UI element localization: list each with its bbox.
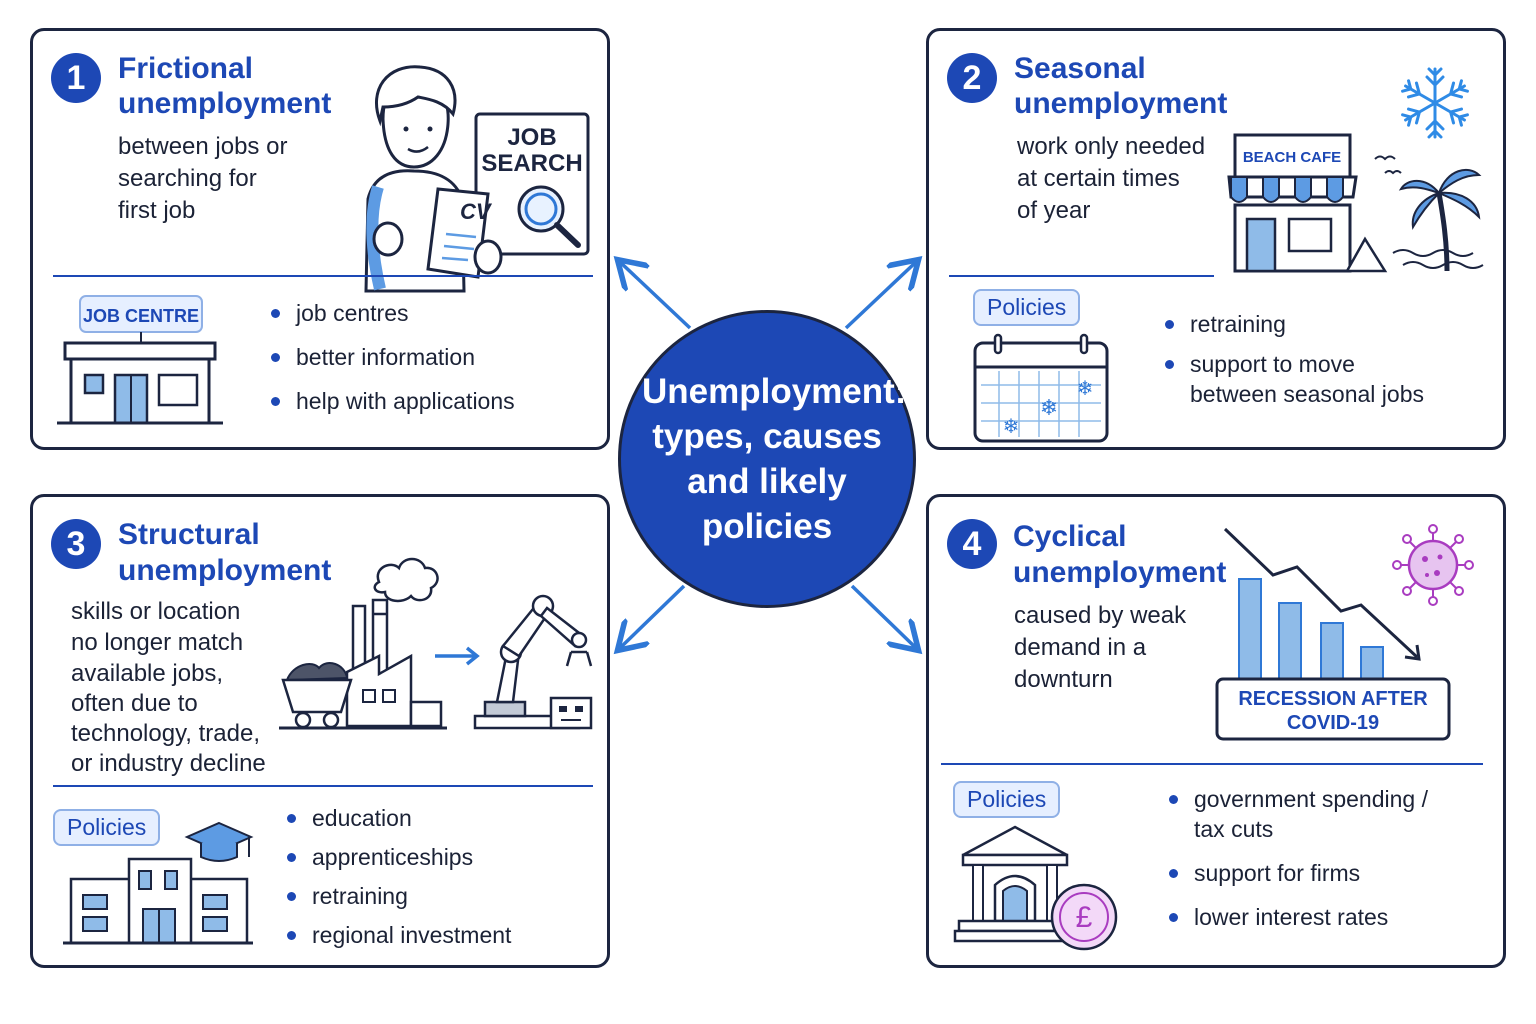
card-description-line: of year [1017, 197, 1091, 224]
snowflake-icon [1400, 67, 1470, 139]
coin-symbol: £ [1076, 901, 1093, 934]
policy-item: lower interest rates [1169, 902, 1428, 932]
card-description-line: available jobs, [71, 660, 224, 687]
factory-icon [279, 557, 593, 730]
card-title-line2: unemployment [1014, 87, 1228, 120]
school-icon [63, 821, 254, 945]
arrow-icon [435, 646, 480, 666]
policy-item: regional investment [287, 920, 511, 950]
card-description-line: often due to [71, 690, 198, 717]
robot-arm-icon [473, 594, 593, 730]
policy-item-line: between seasonal jobs [1190, 381, 1424, 407]
policy-item: apprenticeships [287, 842, 511, 872]
card-description-line: at certain times [1017, 165, 1180, 192]
section-divider [53, 785, 593, 787]
policy-list: job centres better information help with… [271, 298, 515, 416]
magnifier-icon [517, 185, 581, 248]
chart-caption-line1: RECESSION AFTER [1238, 688, 1428, 710]
policy-item: help with applications [271, 386, 515, 416]
job-search-sign-line1: JOB [507, 124, 556, 151]
card-description-line: searching for [118, 165, 257, 192]
declining-chart-icon: RECESSION AFTER COVID-19 [1215, 524, 1474, 741]
cv-document-icon: CV [426, 187, 493, 279]
card-title-line1: Cyclical [1013, 520, 1127, 553]
number-badge: 3 [51, 519, 101, 569]
card-title-line1: Structural [118, 518, 260, 551]
job-centre-label: JOB CENTRE [83, 306, 199, 326]
graduation-cap-icon [184, 821, 254, 862]
cv-label: CV [460, 199, 493, 224]
policies-label: Policies [953, 781, 1061, 818]
central-topic: Unemployment: types, causes and likely p… [618, 310, 916, 608]
policy-item: education [287, 803, 511, 833]
policies-label: Policies [53, 809, 161, 846]
section-divider [949, 275, 1214, 277]
svg-text:❄: ❄ [1003, 416, 1020, 438]
card-description-line: between jobs or [118, 133, 288, 160]
number-badge: 1 [51, 53, 101, 103]
card-description-line: skills or location [71, 598, 241, 625]
svg-text:❄: ❄ [1077, 378, 1094, 400]
card-description-line: first job [118, 197, 196, 224]
job-centre-building-icon: JOB CENTRE [57, 295, 223, 425]
card-title-line1: Frictional [118, 52, 254, 85]
arrow-icon [620, 262, 692, 330]
card-frictional: 1 Frictional unemployment between jobs o… [30, 28, 610, 450]
calendar-icon: ❄ ❄ ❄ [973, 333, 1109, 443]
card-description-line: no longer match [71, 629, 244, 656]
card-title-line2: unemployment [118, 87, 332, 120]
card-title-line1: Seasonal [1014, 52, 1146, 85]
policy-list: government spending / tax cuts support f… [1169, 784, 1428, 932]
card-description-line: demand in a [1014, 634, 1147, 661]
card-seasonal: 2 Seasonal unemployment work only needed… [926, 28, 1506, 450]
card-description-line: downturn [1014, 666, 1113, 693]
central-title: Unemployment: types, causes and likely p… [642, 372, 907, 546]
bank-icon: £ [953, 825, 1118, 951]
section-divider [941, 763, 1483, 765]
policy-list: education apprenticeships retraining reg… [287, 803, 511, 950]
policy-item-line: tax cuts [1194, 816, 1274, 842]
policy-item: better information [271, 342, 515, 372]
card-cyclical: 4 Cyclical unemployment caused by weak d… [926, 494, 1506, 968]
policy-item-line: support to move [1190, 351, 1355, 377]
beach-cafe-label: BEACH CAFE [1243, 149, 1341, 166]
card-description-line: technology, trade, [71, 720, 261, 747]
arrow-icon [850, 584, 916, 648]
section-divider [53, 275, 593, 277]
card-title-line2: unemployment [1013, 556, 1227, 589]
arrow-icon [620, 584, 686, 648]
card-description-line: or industry decline [71, 750, 266, 777]
policy-item: retraining [287, 881, 511, 911]
policy-item: government spending / tax cuts [1169, 784, 1428, 844]
svg-text:❄: ❄ [1040, 395, 1058, 420]
card-title-line2: unemployment [118, 554, 332, 587]
policy-list: retraining support to move between seaso… [1165, 309, 1424, 409]
policy-item: support for firms [1169, 858, 1428, 888]
pound-coin-icon: £ [1050, 883, 1118, 951]
virus-icon [1392, 524, 1474, 606]
job-search-sign-line2: SEARCH [481, 150, 582, 177]
policy-item: job centres [271, 298, 515, 328]
policy-item-line: government spending / [1194, 786, 1428, 812]
policy-item: support to move between seasonal jobs [1165, 349, 1424, 409]
number-badge: 2 [947, 53, 997, 103]
chart-caption-line2: COVID-19 [1287, 712, 1379, 734]
student-icon: JOB SEARCH CV [364, 65, 590, 293]
card-description-line: work only needed [1017, 133, 1206, 160]
card-structural: 3 Structural unemployment skills or loca… [30, 494, 610, 968]
number-badge: 4 [947, 519, 997, 569]
arrow-icon [844, 262, 916, 330]
policy-item: retraining [1165, 309, 1424, 339]
coal-cart-icon [281, 662, 353, 729]
beach-cafe-icon: BEACH CAFE [1227, 133, 1484, 273]
policies-label: Policies [973, 289, 1081, 326]
card-description-line: caused by weak [1014, 602, 1187, 629]
